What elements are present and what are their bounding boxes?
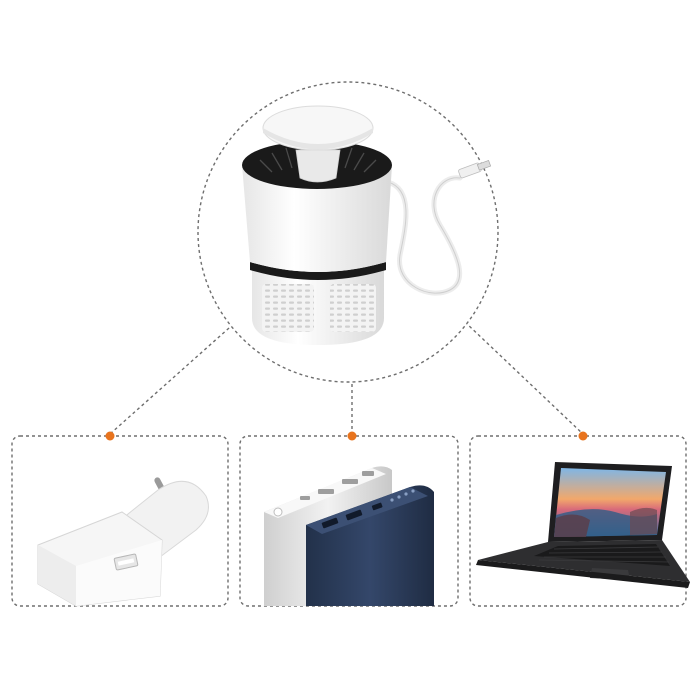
usb-plug-icon xyxy=(458,160,492,179)
power-banks xyxy=(264,466,434,606)
dot-right xyxy=(578,431,588,441)
connector-left xyxy=(109,319,239,435)
connector-right xyxy=(464,321,584,435)
lamp-cap xyxy=(262,105,374,151)
vent-grille-left xyxy=(262,284,314,332)
mosquito-lamp xyxy=(242,105,492,345)
dot-middle xyxy=(347,431,357,441)
laptop xyxy=(476,462,690,588)
connector-dots xyxy=(105,431,588,441)
vent-grille-right xyxy=(330,284,376,332)
dot-left xyxy=(105,431,115,441)
usb-wall-charger xyxy=(37,477,209,607)
connector-lines xyxy=(109,319,584,435)
